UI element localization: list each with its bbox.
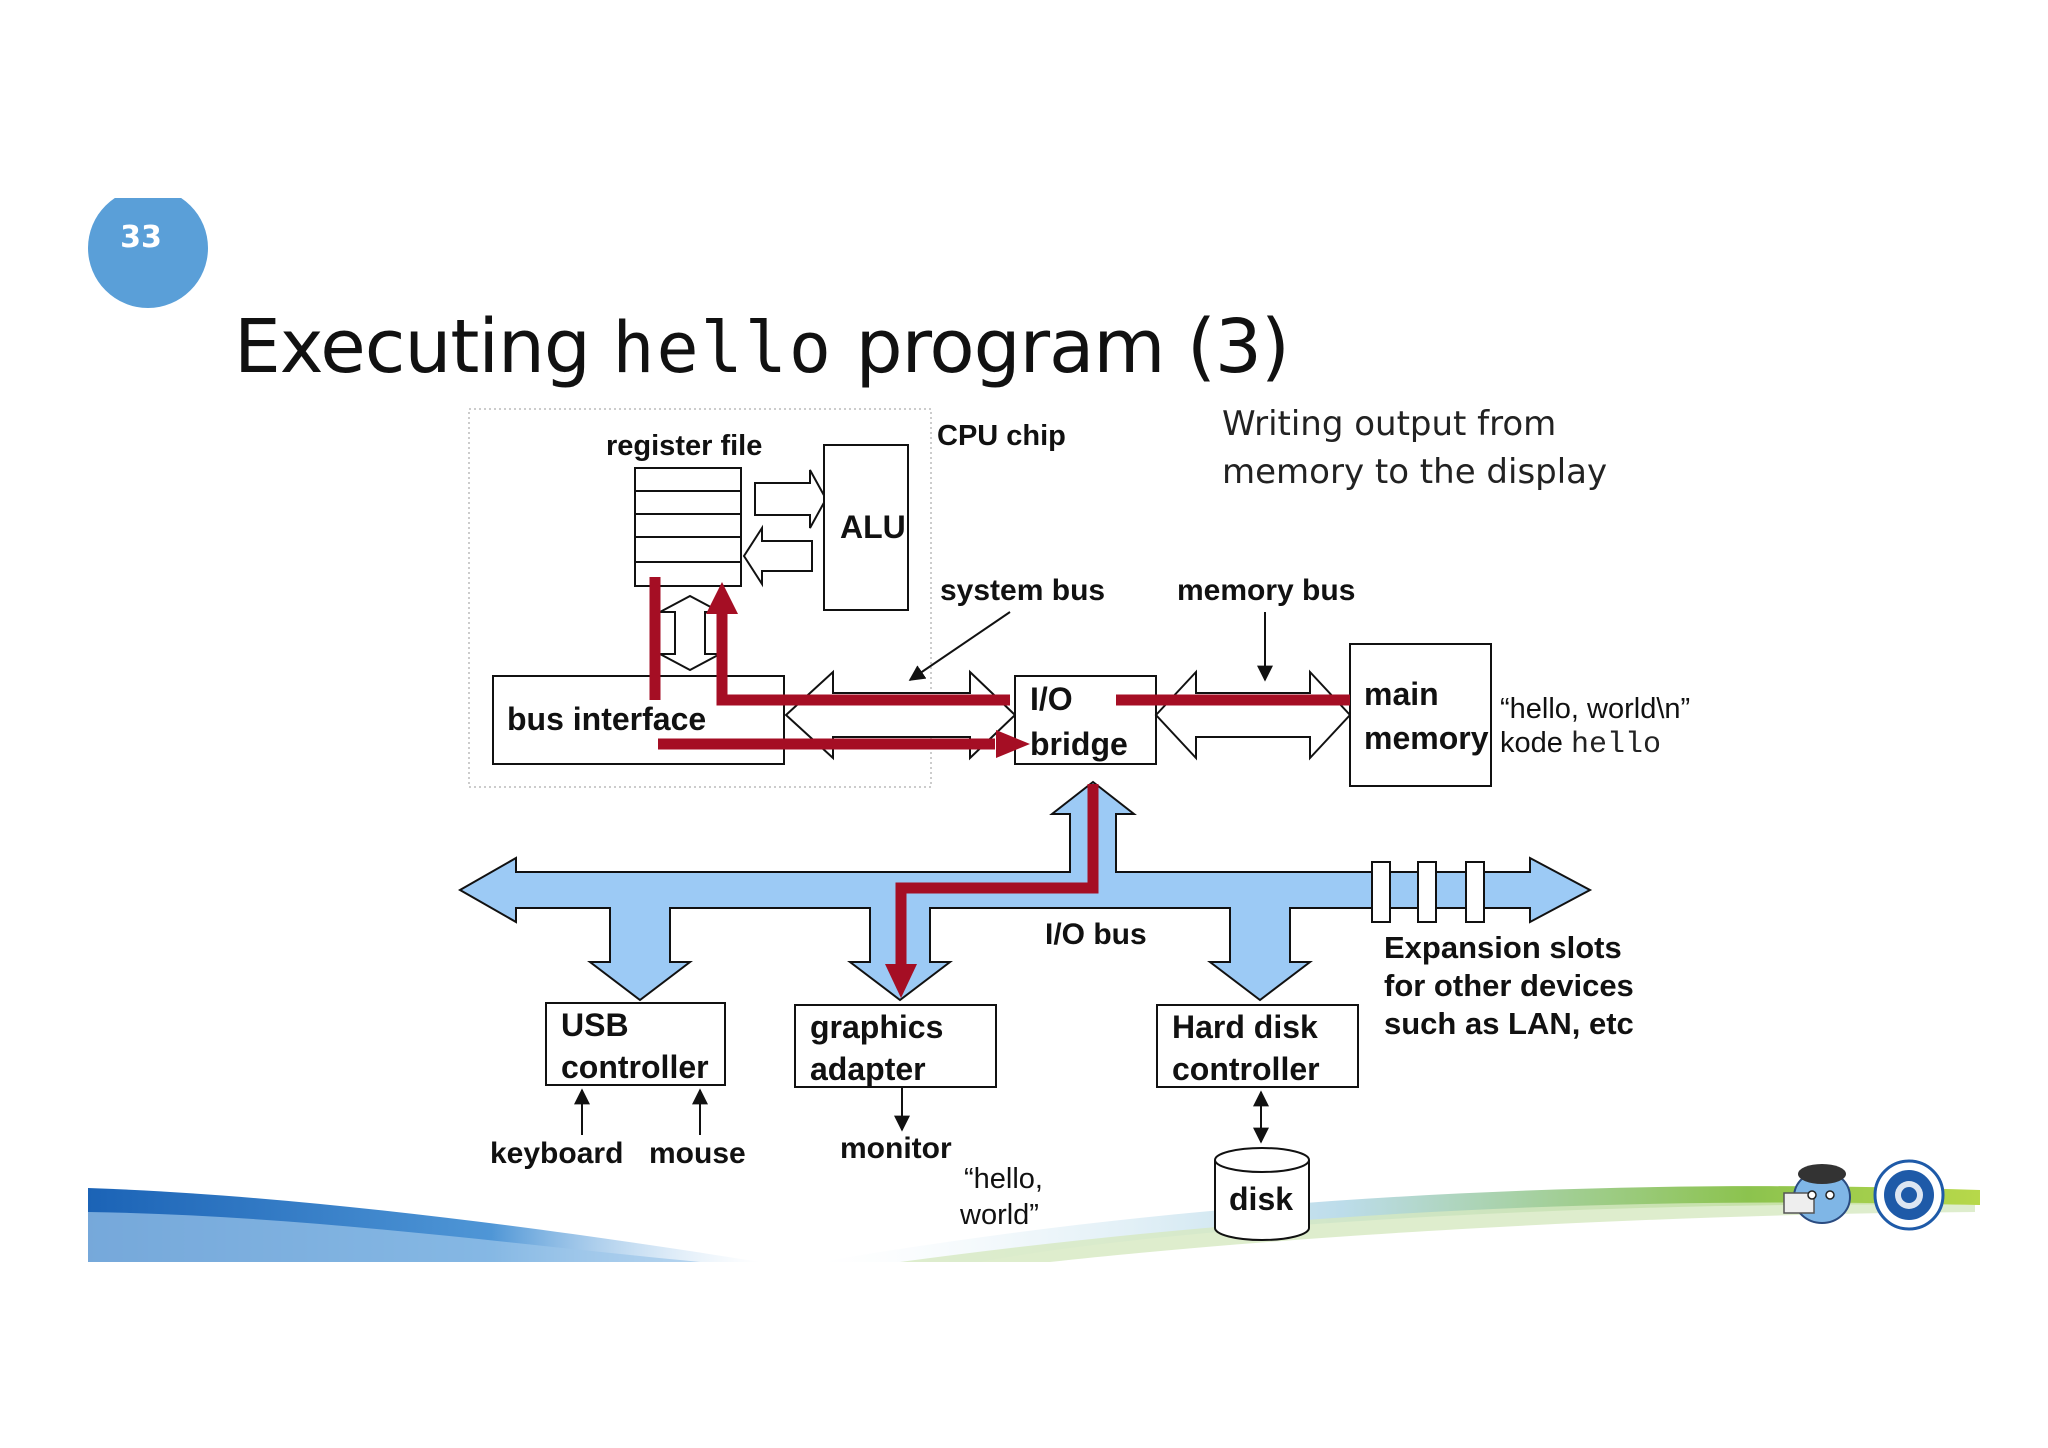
page-number: 33 — [120, 220, 162, 255]
io-bridge-box — [1014, 675, 1157, 765]
cpu-chip-boundary — [468, 408, 932, 788]
main-memory-label-2: memory — [1364, 720, 1489, 756]
monitor-output-1: “hello, — [964, 1163, 1043, 1195]
alu-label: ALU — [840, 509, 906, 545]
bus-interface-label: bus interface — [507, 701, 706, 737]
main-memory-label-1: main — [1364, 676, 1439, 712]
system-bus-pointer — [908, 611, 1011, 681]
io-bridge-label-1: I/O — [1030, 681, 1073, 717]
alu-to-reg-arrow — [742, 524, 813, 588]
mascot-logo — [1783, 1164, 1851, 1224]
monitor-output-2: world” — [959, 1199, 1039, 1231]
usb-controller-box — [545, 1002, 726, 1086]
hdd-controller-box — [1156, 1004, 1359, 1088]
memory-bus-arrow — [1154, 669, 1352, 761]
institution-seal — [1873, 1159, 1945, 1231]
memory-content-code-prefix: kode — [1500, 727, 1571, 759]
expansion-label-2: for other devices — [1384, 968, 1634, 1003]
monitor-label: monitor — [840, 1132, 952, 1165]
memory-content-code-name: hello — [1571, 728, 1661, 762]
slide-subtitle: Writing output from memory to the displa… — [1222, 400, 1642, 496]
cpu-chip-label: CPU chip — [937, 420, 1066, 452]
usb-label-2: controller — [561, 1049, 709, 1085]
expansion-label-3: such as LAN, etc — [1384, 1006, 1634, 1041]
title-prefix: Executing — [234, 304, 613, 390]
expansion-label-1: Expansion slots — [1384, 930, 1622, 965]
keyboard-label: keyboard — [490, 1137, 623, 1170]
data-path-arrowheads — [706, 582, 1030, 998]
system-bus-label: system bus — [940, 574, 1105, 607]
decorative-wave — [88, 1186, 1980, 1262]
mouse-label: mouse — [649, 1137, 746, 1170]
memory-content-string: “hello, world\n” — [1500, 693, 1690, 725]
register-file-label: register file — [606, 430, 762, 462]
graphics-adapter-box — [794, 1004, 997, 1088]
slide-title: Executing hello program (3) — [234, 304, 1290, 390]
graphics-label-2: adapter — [810, 1051, 926, 1087]
memory-content-code: kode hello — [1500, 727, 1661, 762]
disk-icon — [1214, 1147, 1310, 1241]
data-path — [649, 577, 1350, 975]
page-number-badge: 33 — [88, 198, 208, 308]
io-bridge-label-2: bridge — [1030, 726, 1128, 762]
subtitle-line-1: Writing output from — [1222, 404, 1557, 444]
hdd-label-2: controller — [1172, 1051, 1320, 1087]
usb-label-1: USB — [561, 1007, 629, 1043]
disk-label: disk — [1229, 1181, 1293, 1217]
main-memory-box — [1349, 643, 1492, 787]
hdd-label-1: Hard disk — [1172, 1009, 1318, 1045]
reg-to-alu-arrow — [754, 469, 828, 529]
alu-box — [823, 444, 909, 611]
memory-bus-label: memory bus — [1177, 574, 1355, 607]
graphics-label-1: graphics — [810, 1009, 943, 1045]
title-suffix: program (3) — [833, 304, 1290, 390]
subtitle-line-2: memory to the display — [1222, 452, 1608, 492]
register-file — [634, 467, 742, 587]
io-bus-label: I/O bus — [1045, 918, 1147, 951]
title-code: hello — [612, 307, 834, 389]
